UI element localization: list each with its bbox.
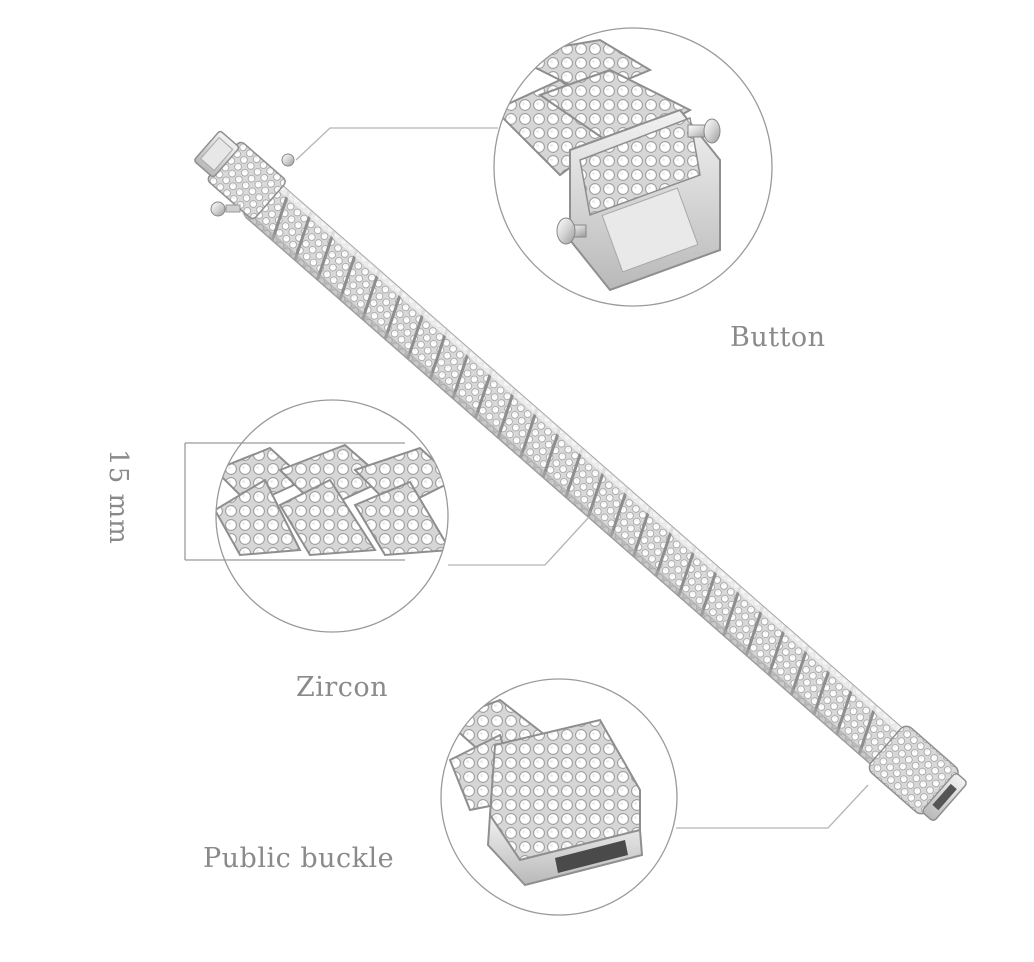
label-zircon: Zircon: [296, 672, 389, 703]
callout-lines: [295, 127, 869, 829]
box-clasp: [194, 130, 295, 220]
label-button: Button: [730, 322, 826, 353]
lock-clasp: [868, 725, 967, 821]
detail-circle-public-buckle: [440, 678, 678, 916]
width-dimension-marker: [184, 442, 405, 561]
bracelet-chain: [242, 177, 906, 768]
label-width-dimension: 15 mm: [103, 449, 133, 545]
detail-circle-button: [493, 27, 773, 307]
detail-circle-zircon: [215, 399, 449, 633]
label-public-buckle: Public buckle: [203, 843, 395, 874]
